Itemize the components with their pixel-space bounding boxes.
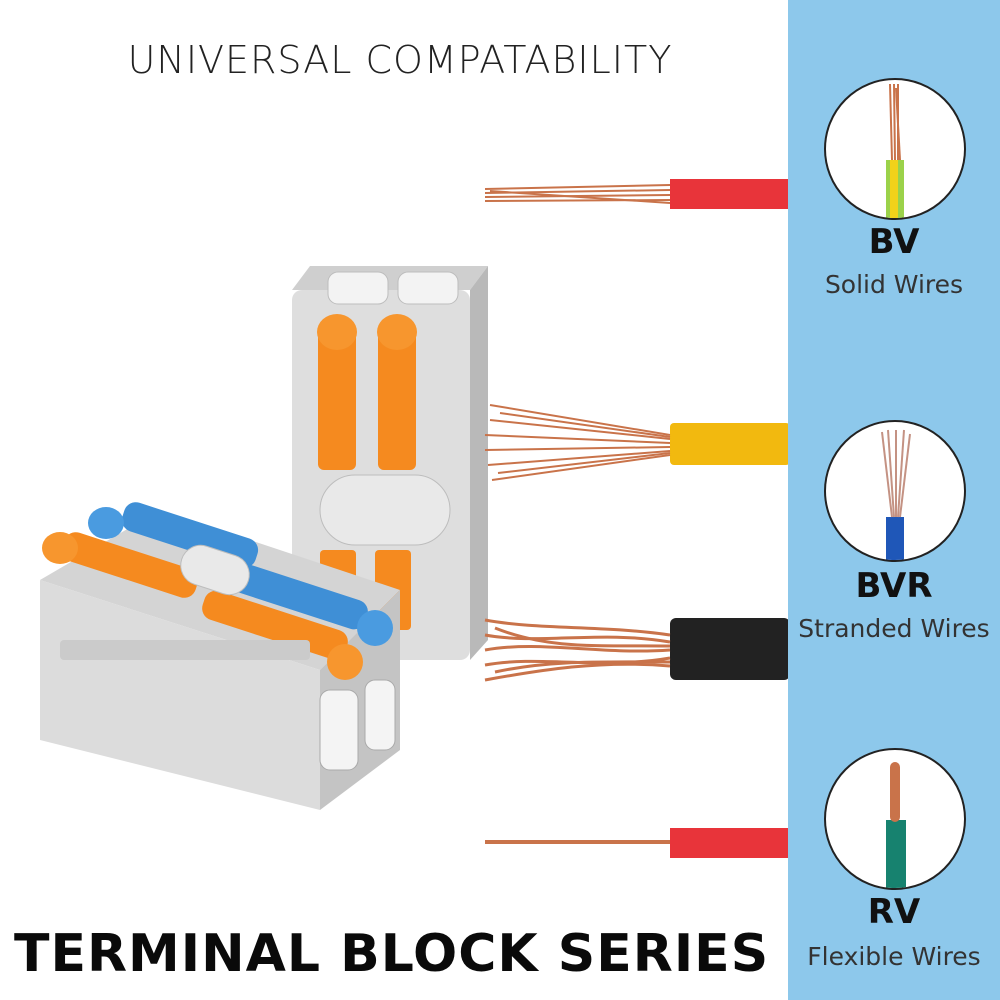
wire-type-name-stranded: Stranded Wires xyxy=(798,614,990,643)
upright-connector xyxy=(292,266,488,660)
thin-wire xyxy=(485,828,790,858)
flexible-wire-circle xyxy=(824,748,966,890)
lying-connector xyxy=(40,502,400,810)
wire-type-name-flexible: Flexible Wires xyxy=(807,942,981,971)
wire-type-code-rv: RV xyxy=(867,892,921,932)
wire-type-code-bv: BV xyxy=(868,222,920,262)
flexible-wire-icon xyxy=(886,762,906,888)
solid-wire-circle xyxy=(824,78,966,220)
stranded-wire-circle xyxy=(824,420,966,562)
solid-wire xyxy=(484,179,790,209)
footer-title: TERMINAL BLOCK SERIES xyxy=(14,924,770,984)
wire-type-name-solid: Solid Wires xyxy=(824,270,964,299)
wire-type-panel: BV Solid Wires BVR Stranded Wires RV Fle… xyxy=(788,0,1000,1000)
wire-type-code-bvr: BVR xyxy=(855,566,933,606)
stranded-wire-icon xyxy=(881,429,911,560)
flexible-bundle-wire xyxy=(484,618,790,682)
terminal-blocks-illustration xyxy=(40,266,488,810)
heading: UNIVERSAL COMPATABILITY xyxy=(127,38,673,82)
solid-wire-icon xyxy=(886,83,904,218)
stranded-wire xyxy=(484,404,790,481)
